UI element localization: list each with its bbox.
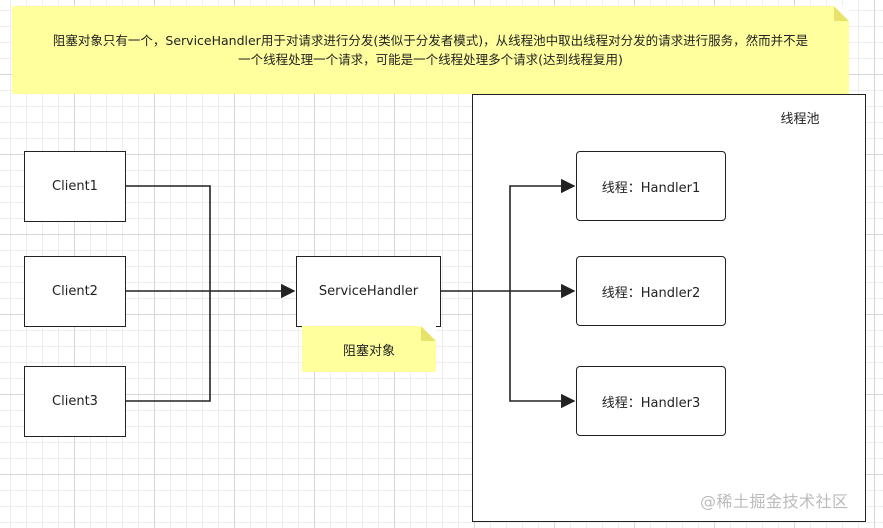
note-fold-corner	[834, 6, 849, 21]
edge-client1-service	[126, 185, 211, 291]
client2-node[interactable]: Client2	[24, 256, 126, 327]
handler3-node[interactable]: 线程：Handler3	[576, 366, 726, 436]
edge-service-handler1	[509, 178, 576, 291]
edge-service-handler3	[509, 291, 576, 409]
client3-node[interactable]: Client3	[24, 366, 126, 437]
handler2-node[interactable]: 线程：Handler2	[576, 256, 726, 326]
handler1-node[interactable]: 线程：Handler1	[576, 151, 726, 221]
blocking-object-note: 阻塞对象	[302, 326, 436, 372]
service-handler-node[interactable]: ServiceHandler	[296, 256, 441, 327]
edge-client3-service	[126, 291, 211, 402]
client1-node[interactable]: Client1	[24, 151, 126, 222]
description-note: 阻塞对象只有一个，ServiceHandler用于对请求进行分发(类似于分发者模…	[12, 6, 849, 94]
blocking-object-note-text: 阻塞对象	[342, 343, 395, 359]
description-note-text: 阻塞对象只有一个，ServiceHandler用于对请求进行分发(类似于分发者模…	[52, 33, 809, 67]
watermark-text: @稀土掘金技术社区	[700, 492, 849, 511]
thread-pool-label: 线程池	[780, 112, 820, 127]
note-fold-corner	[421, 326, 436, 341]
